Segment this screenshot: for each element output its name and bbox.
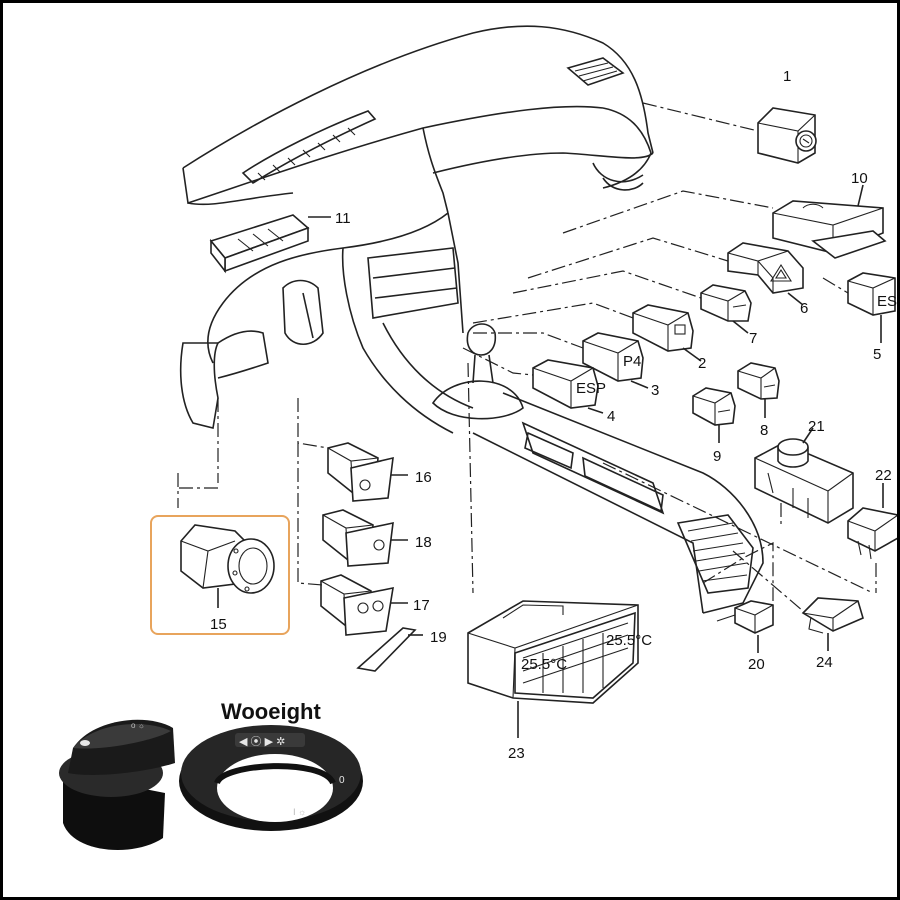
brand-label: Wooeight — [221, 699, 321, 724]
climate-left-temp: 25.5°C — [521, 656, 567, 673]
part-15 — [180, 524, 275, 594]
callout-6: 6 — [800, 300, 808, 317]
callout-1: 1 — [783, 68, 791, 85]
callout-15: 15 — [210, 616, 227, 633]
callout-21: 21 — [808, 418, 825, 435]
callout-18: 18 — [415, 534, 432, 551]
part-16 — [327, 442, 394, 502]
headlight-symbols: ◀ ⦿ ▶ ✲ — [239, 735, 285, 748]
part-5: ESP — [847, 272, 900, 316]
switch-trim-ring: ◀ ⦿ ▶ ✲ 0 Ⅰ ☼ — [179, 725, 363, 831]
part-11 — [209, 214, 310, 274]
svg-text:0: 0 — [339, 775, 345, 786]
part-4: ESP — [532, 359, 606, 409]
windshield-vent — [241, 110, 377, 185]
callout-5: 5 — [873, 346, 881, 363]
exploded-view-drawing: ESP P4 ESP — [59, 25, 900, 850]
callout-9: 9 — [713, 448, 721, 465]
part-3: P4 — [582, 332, 644, 382]
svg-text:Ⅰ ☼: Ⅰ ☼ — [293, 807, 306, 817]
part-23: 25.5°C 25.5°C — [467, 600, 652, 704]
callout-24: 24 — [816, 654, 833, 671]
svg-text:ESP: ESP — [576, 380, 606, 397]
callout-20: 20 — [748, 656, 765, 673]
callout-11: 11 — [335, 210, 351, 227]
part-1 — [757, 107, 817, 164]
product-photo: o ☼ ◀ ⦿ ▶ ✲ 0 Ⅰ ☼ — [59, 719, 363, 850]
part-24 — [801, 597, 864, 634]
part-19 — [356, 627, 417, 672]
callout-7: 7 — [749, 330, 757, 347]
callout-2: 2 — [698, 355, 706, 372]
part-6 — [727, 242, 804, 294]
callout-23: 23 — [508, 745, 525, 762]
callout-8: 8 — [760, 422, 768, 439]
dashboard-outline — [179, 25, 764, 614]
part-8 — [737, 362, 780, 400]
part-10 — [772, 200, 887, 259]
callout-22: 22 — [875, 467, 892, 484]
part-15-highlight-box — [150, 515, 290, 635]
callout-17: 17 — [413, 597, 430, 614]
callout-19: 19 — [430, 629, 447, 646]
part-7 — [700, 284, 752, 322]
part-9 — [692, 387, 736, 426]
part-21 — [754, 438, 854, 524]
svg-text:o ☼: o ☼ — [131, 721, 145, 730]
callout-10: 10 — [851, 170, 868, 187]
part-17 — [320, 574, 394, 636]
center-console — [472, 392, 764, 614]
callout-numbers: 1 2 3 4 5 6 7 8 9 10 11 15 16 17 18 19 2… — [210, 68, 892, 762]
svg-text:P4: P4 — [623, 353, 641, 370]
callout-3: 3 — [651, 382, 659, 399]
headlight-knob: o ☼ — [59, 719, 175, 850]
side-vent — [566, 57, 625, 86]
climate-right-temp: 25.5°C — [606, 632, 652, 649]
part-18 — [322, 509, 394, 567]
callout-16: 16 — [415, 469, 432, 486]
part-20 — [716, 600, 774, 634]
part-2 — [632, 304, 694, 352]
gear-shifter — [431, 323, 524, 420]
esp-label: ESP — [877, 293, 900, 310]
part-22 — [847, 507, 897, 560]
callout-4: 4 — [607, 408, 615, 425]
